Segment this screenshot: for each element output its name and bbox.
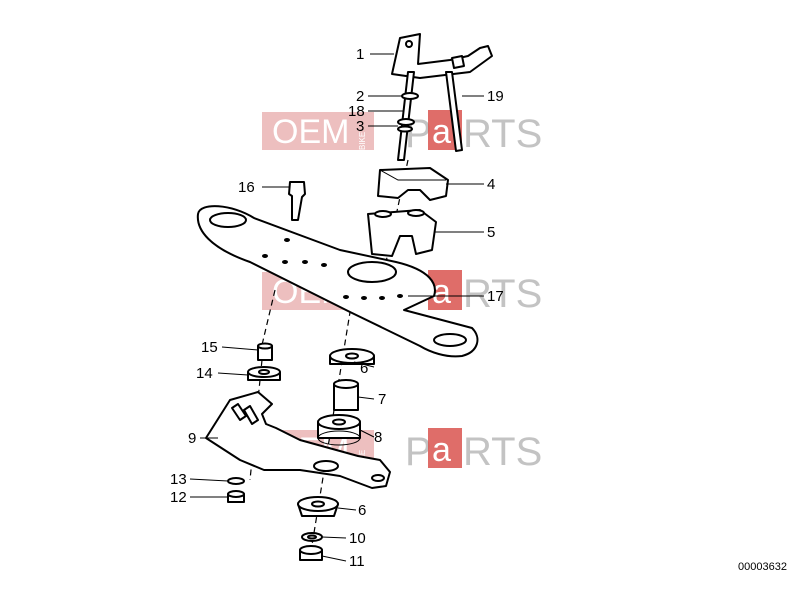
washer-part-13 <box>227 477 245 485</box>
watermark-rts: RTS <box>463 112 542 156</box>
callout-12: 12 <box>170 489 187 506</box>
watermark-rts: RTS <box>463 272 542 316</box>
watermark-a: a <box>432 273 451 311</box>
clamp-lower-part-5 <box>367 209 437 257</box>
washer-part-10 <box>301 532 323 542</box>
watermark-top: OEM BIKE P a RTS <box>262 110 542 156</box>
rubber-part-6-upper <box>329 348 375 365</box>
bush-part-15 <box>257 342 273 361</box>
washer-part-3 <box>397 118 415 126</box>
diagram-code: 00003632 <box>738 561 787 573</box>
handlebar-plate-part-17 <box>196 205 479 358</box>
watermark-p: P <box>405 430 432 474</box>
callout-8: 8 <box>374 429 382 446</box>
callout-18: 18 <box>348 103 365 120</box>
callout-2: 2 <box>356 88 364 105</box>
callout-5: 5 <box>487 224 495 241</box>
stud-bolt-part-19 <box>445 71 463 152</box>
callout-3: 3 <box>356 118 364 135</box>
rubber-mount-part-14 <box>247 366 281 381</box>
watermark-bike: BIKE <box>358 132 367 150</box>
nut-part-11 <box>299 545 323 561</box>
watermark-a: a <box>432 431 451 469</box>
lower-bracket-part-9 <box>205 391 391 489</box>
callout-10: 10 <box>349 530 366 547</box>
callout-11: 11 <box>349 553 365 570</box>
washer-part-2 <box>401 92 419 100</box>
callout-4: 4 <box>487 176 495 193</box>
bracket-part-1 <box>391 33 493 79</box>
callout-17: 17 <box>487 288 504 305</box>
callout-labels: 1 2 18 3 19 4 16 5 17 15 6 14 7 9 8 13 1… <box>170 46 504 570</box>
screw-part-16 <box>288 181 306 221</box>
watermark-rts: RTS <box>463 430 542 474</box>
callout-1: 1 <box>356 46 364 63</box>
callout-7: 7 <box>378 391 386 408</box>
callout-6-lower: 6 <box>358 502 366 519</box>
rubber-mount-part-8 <box>317 414 361 446</box>
callout-6-upper: 6 <box>360 360 368 377</box>
callout-19: 19 <box>487 88 504 105</box>
callout-14: 14 <box>196 365 213 382</box>
callout-16: 16 <box>238 179 255 196</box>
callout-13: 13 <box>170 471 187 488</box>
rubber-part-6-lower <box>297 496 339 517</box>
nut-part-12 <box>227 490 245 503</box>
watermark-oem: OEM <box>272 113 349 151</box>
leader-lines <box>189 53 484 562</box>
callout-15: 15 <box>201 339 218 356</box>
long-bolt-assembly <box>397 71 419 161</box>
watermark-a: a <box>432 113 451 151</box>
clamp-upper-part-4 <box>377 167 449 201</box>
spacer-part-7 <box>333 379 359 411</box>
callout-9: 9 <box>188 430 196 447</box>
